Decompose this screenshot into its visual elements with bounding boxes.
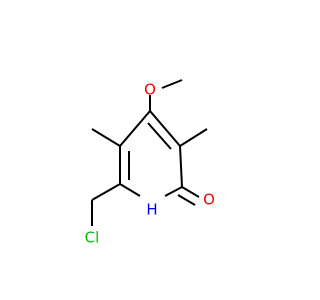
- bond-c5-methyl: [91, 128, 121, 147]
- bond-c2-n1: [164, 186, 183, 197]
- nitrogen-hydrogen-label: H: [146, 201, 157, 219]
- bond-n1-c6: [119, 183, 141, 197]
- bond-c3-methyl: [179, 128, 208, 147]
- bond-c4-c3-double: [147, 122, 172, 150]
- bond-c5-c4: [119, 110, 151, 147]
- molecule-structure: O O H Cl: [85, 79, 215, 247]
- chlorine-label: Cl: [85, 229, 100, 247]
- bond-c2-o-carbonyl-double: [177, 194, 196, 206]
- bond-c4-c3: [149, 110, 181, 147]
- bond-c6-ch2: [91, 183, 121, 201]
- bond-c3-c2: [179, 145, 183, 188]
- oxygen-methoxy-label: O: [144, 81, 156, 99]
- oxygen-carbonyl-label: O: [203, 191, 215, 209]
- bond-o-methyl: [161, 79, 183, 89]
- bond-c2-o-carbonyl: [181, 186, 200, 198]
